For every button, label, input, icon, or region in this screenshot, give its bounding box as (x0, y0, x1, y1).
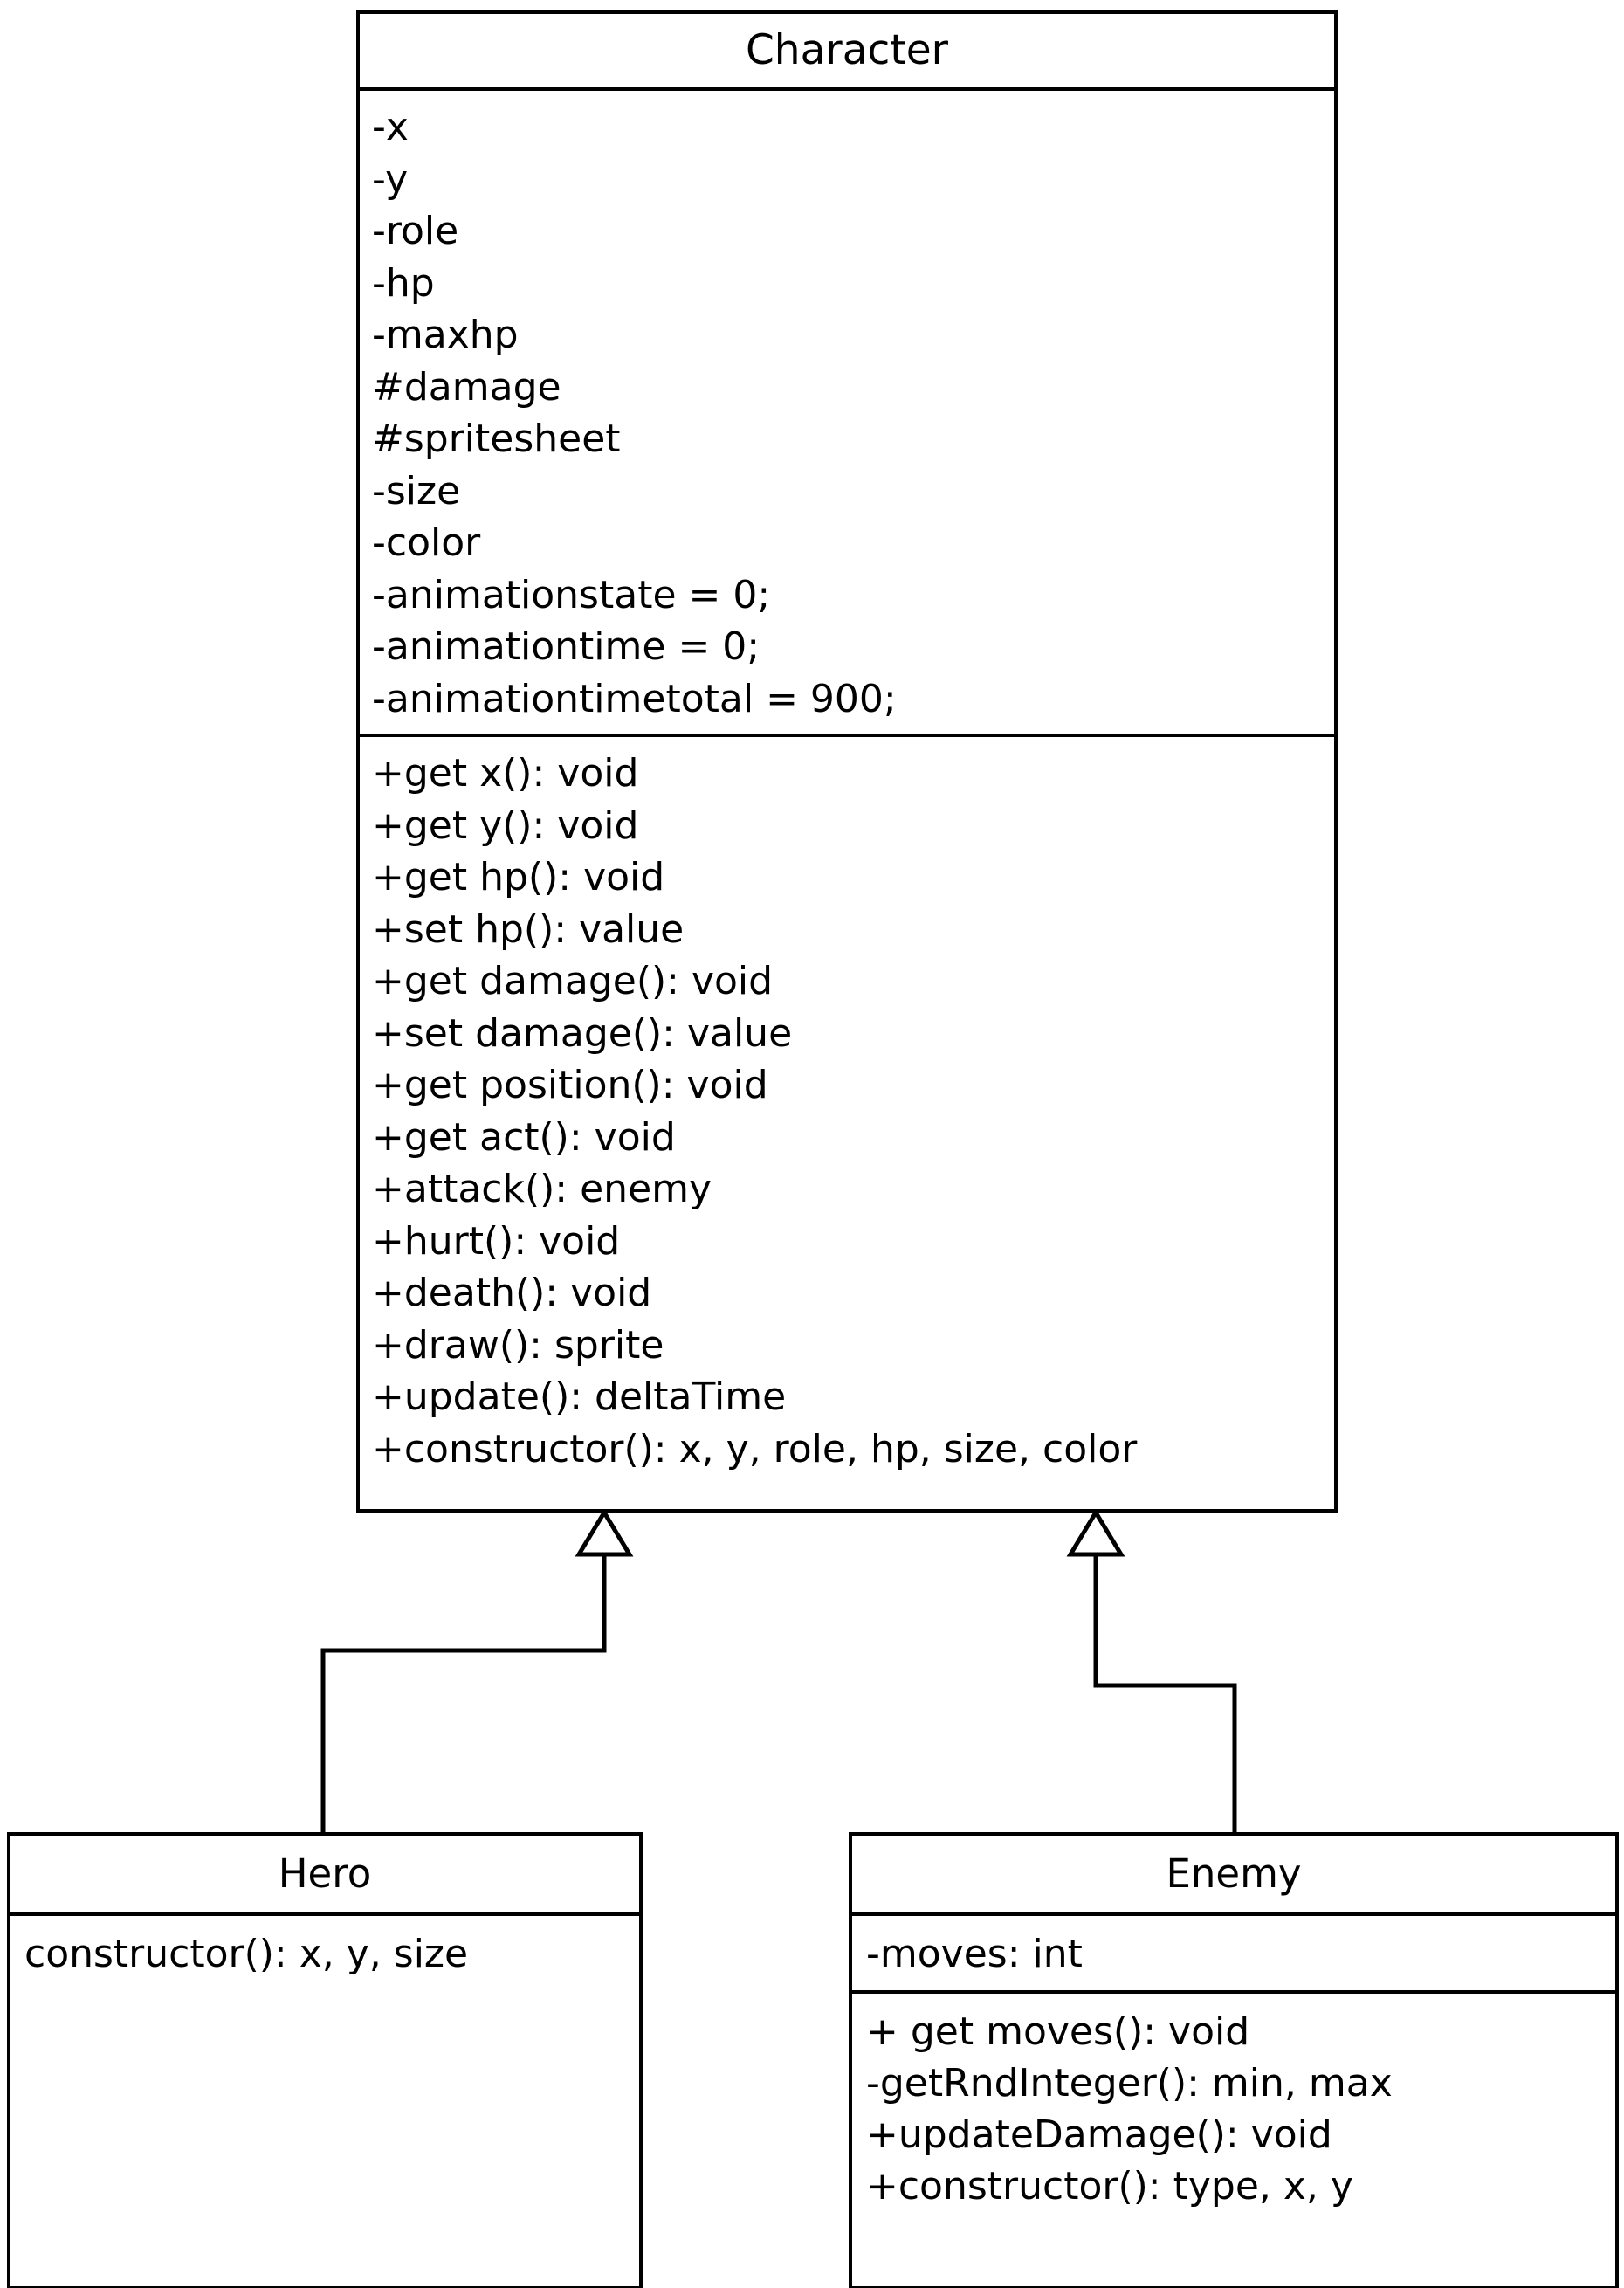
method-row: -getRndInteger(): min, max (866, 2061, 1393, 2105)
class-name-enemy: Enemy (1166, 1850, 1302, 1897)
attribute-row: -maxhp (372, 313, 519, 357)
method-row: +constructor(): type, x, y (866, 2164, 1353, 2209)
method-row: +get x(): void (372, 751, 639, 796)
method-row: +get hp(): void (372, 855, 665, 899)
attribute-row: #spritesheet (372, 417, 621, 461)
method-row: +attack(): enemy (372, 1167, 712, 1211)
attribute-row: -hp (372, 260, 435, 306)
methods-compartment-enemy: + get moves(): void -getRndInteger(): mi… (852, 1990, 1615, 2221)
class-name-character: Character (745, 26, 949, 74)
generalization-hero-to-character (320, 1508, 634, 1832)
method-row: + get moves(): void (866, 2009, 1250, 2054)
class-name-hero: Hero (278, 1850, 372, 1897)
method-row: +constructor(): x, y, role, hp, size, co… (372, 1426, 1138, 1471)
method-row: +updateDamage(): void (866, 2112, 1332, 2157)
method-row: +draw(): sprite (372, 1322, 664, 1368)
attribute-row: #damage (372, 364, 561, 410)
method-row: +death(): void (372, 1271, 652, 1315)
hollow-triangle-arrowhead-icon (575, 1508, 634, 1557)
attribute-row: -role (372, 209, 459, 253)
attributes-compartment-enemy: -moves: int (852, 1912, 1615, 1990)
method-row: +get act(): void (372, 1114, 676, 1160)
method-row: constructor(): x, y, size (24, 1932, 469, 1976)
attribute-row: -moves: int (866, 1932, 1083, 1976)
method-row: +update(): deltaTime (372, 1375, 787, 1419)
members-compartment-hero: constructor(): x, y, size (10, 1912, 639, 1988)
attribute-row: -color (372, 520, 481, 565)
method-row: +set damage(): value (372, 1010, 793, 1056)
attribute-row: -size (372, 468, 461, 513)
attribute-row: -animationtime = 0; (372, 624, 760, 669)
method-row: +get damage(): void (372, 959, 774, 1003)
class-box-enemy[interactable]: Enemy -moves: int + get moves(): void -g… (849, 1832, 1619, 2288)
class-box-character[interactable]: Character -x -y -role -hp -maxhp #damage… (356, 10, 1338, 1513)
method-row: +hurt(): void (372, 1218, 621, 1264)
attribute-row: -x (372, 105, 409, 149)
hollow-triangle-arrowhead-icon (1066, 1508, 1125, 1557)
method-row: +get position(): void (372, 1063, 768, 1107)
attribute-row: -animationtimetotal = 900; (372, 676, 897, 721)
method-row: +set hp(): value (372, 906, 685, 952)
generalization-enemy-to-character (1066, 1508, 1237, 1832)
attribute-row: -animationstate = 0; (372, 572, 771, 617)
class-box-hero[interactable]: Hero constructor(): x, y, size (7, 1832, 643, 2288)
methods-compartment-character: +get x(): void +get y(): void +get hp():… (360, 734, 1334, 1484)
method-row: +get y(): void (372, 803, 639, 848)
attribute-row: -y (372, 156, 409, 202)
attributes-compartment-character: -x -y -role -hp -maxhp #damage #spritesh… (360, 87, 1334, 734)
